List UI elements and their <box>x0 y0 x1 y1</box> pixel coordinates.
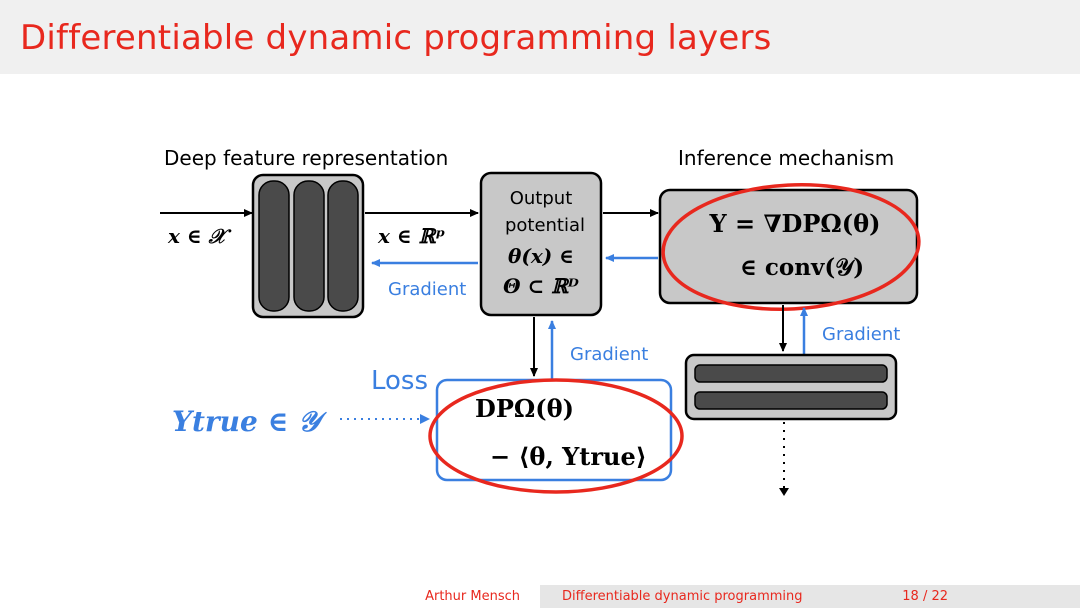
inference-line2: ∈ conv(𝒴) <box>740 254 864 281</box>
loss-label: Loss <box>371 366 428 396</box>
footer-left: Arthur Mensch <box>0 585 540 608</box>
dotted-down-arrowhead <box>779 488 789 496</box>
output-line2: potential <box>505 215 585 236</box>
output-line1: Output <box>510 188 573 209</box>
output-line3: θ(x) ∈ <box>508 244 574 268</box>
highlight-ellipse-loss <box>428 378 684 494</box>
loss-box: DPΩ(θ) − ⟨θ, Ytrue⟩ <box>435 378 673 482</box>
footer-right: Differentiable dynamic programming 18 / … <box>540 585 1080 608</box>
gradient-right-label: Gradient <box>822 324 900 345</box>
network-layer <box>293 180 325 312</box>
gradient-mid-label: Gradient <box>570 344 648 365</box>
footer-author: Arthur Mensch <box>425 589 520 604</box>
highlight-ellipse-inference <box>661 182 921 312</box>
feature-label: x ∈ ℝᵖ <box>377 224 445 248</box>
slide-title: Differentiable dynamic programming layer… <box>20 18 772 58</box>
output-bar <box>694 364 888 383</box>
loss-line1: DPΩ(θ) <box>475 394 574 423</box>
footer-title: Differentiable dynamic programming <box>562 589 803 604</box>
ytrue-arrowhead <box>420 414 430 424</box>
network-layer <box>327 180 359 312</box>
input-label: x ∈ 𝒳 <box>167 224 232 248</box>
inference-line1: Y = ∇DPΩ(θ) <box>709 209 881 238</box>
title-bar: Differentiable dynamic programming layer… <box>0 0 1080 74</box>
footer-page-number: 18 / 22 <box>902 589 948 604</box>
output-line4: Θ ⊂ ℝᴰ <box>503 274 579 298</box>
ytrue-label: Ytrue ∈ 𝒴 <box>172 405 327 438</box>
network-block <box>251 173 365 319</box>
loss-line2: − ⟨θ, Ytrue⟩ <box>490 442 647 471</box>
output-bar <box>694 391 888 410</box>
structured-output-block <box>684 353 898 421</box>
inference-box: Y = ∇DPΩ(θ) ∈ conv(𝒴) <box>658 188 919 305</box>
inference-label: Inference mechanism <box>678 146 894 170</box>
deep-feature-label: Deep feature representation <box>164 146 448 170</box>
footer: Arthur Mensch Differentiable dynamic pro… <box>0 585 1080 608</box>
output-potential-box: Output potential θ(x) ∈ Θ ⊂ ℝᴰ <box>479 171 603 317</box>
gradient-left-label: Gradient <box>388 279 466 300</box>
network-layer <box>258 180 290 312</box>
